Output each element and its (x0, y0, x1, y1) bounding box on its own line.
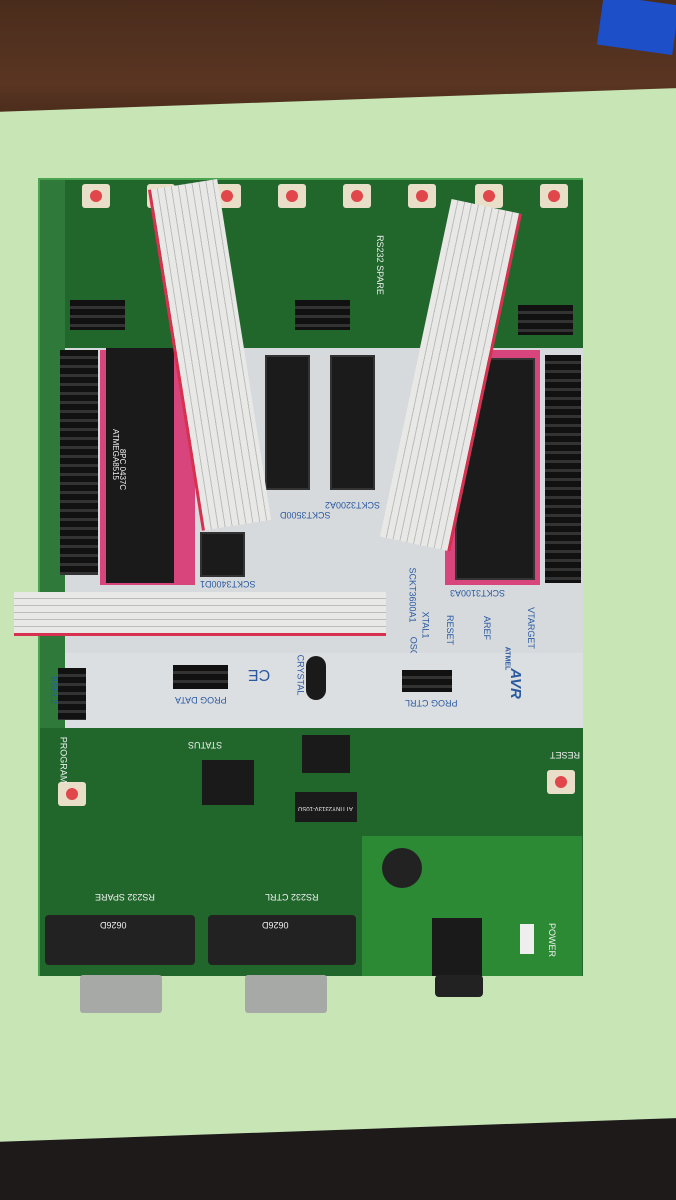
atmega8515-chip (106, 348, 174, 583)
label-reset: RESET (550, 750, 581, 760)
ce-mark: CE (248, 666, 271, 683)
port-header (295, 300, 350, 330)
label-sckt3500d: SCKT3500D (280, 510, 331, 520)
ic-chip (302, 735, 350, 773)
label-status: STATUS (188, 740, 223, 750)
power-switch[interactable] (520, 924, 534, 954)
label-power: POWER (547, 922, 558, 958)
atmel-logo: ATMEL (503, 646, 511, 671)
label-aref: AREF (482, 615, 493, 641)
switch-button[interactable] (82, 184, 110, 208)
db9-shell (245, 975, 327, 1013)
label-sckt3600a1: SCKT3600A1 (407, 567, 418, 623)
switch-button[interactable] (278, 184, 306, 208)
attiny-label: ATTINY2313V-10SU (298, 805, 353, 811)
label-crystal: CRYSTAL (295, 654, 306, 696)
chip-sub-label: 8PC 0437C (118, 448, 128, 491)
attiny-chip (295, 792, 357, 822)
switch-button[interactable] (343, 184, 371, 208)
port-header (518, 305, 573, 335)
avr-logo: AVR (506, 668, 524, 699)
capacitor (382, 848, 422, 888)
label-sckt3400d1: SCKT3400D1 (200, 579, 256, 589)
switch-button[interactable] (408, 184, 436, 208)
port-header (70, 300, 125, 330)
rs232-spare-connector[interactable] (45, 915, 195, 965)
label-rs232-ctrl: RS232 CTRL (265, 892, 319, 902)
ic-socket (265, 355, 310, 490)
mcu-chip (202, 760, 254, 805)
power-jack-body (435, 975, 483, 997)
db9-shell (80, 975, 162, 1013)
label-prog-data: PROG DATA (175, 695, 227, 705)
prog-data-header[interactable] (173, 665, 228, 689)
label-bsel2: BSEL2 (49, 675, 60, 705)
label-xtal1: XTAL1 (420, 611, 431, 639)
label-rs232-spare-top: RS232 SPARE (374, 235, 385, 295)
label-rs232-spare: RS232 SPARE (95, 892, 155, 902)
reset-button[interactable] (547, 770, 575, 794)
connector-label: 0626D (100, 920, 127, 930)
expansion-header (60, 350, 98, 575)
crystal-socket (306, 656, 326, 700)
jumper-header[interactable] (58, 668, 86, 720)
switch-button[interactable] (540, 184, 568, 208)
expansion-header (545, 355, 581, 583)
label-prog-ctrl: PROG CTRL (405, 698, 458, 708)
label-sckt3100a3: SCKT3100A3 (450, 588, 506, 598)
label-reset-jumper: RESET (445, 614, 456, 646)
prog-ctrl-header[interactable] (402, 670, 452, 692)
label-sckt3200a2: SCKT3200A2 (325, 500, 381, 510)
connector-label: 0626D (262, 920, 289, 930)
rs232-ctrl-connector[interactable] (208, 915, 356, 965)
label-program: PROGRAM (58, 736, 69, 784)
power-jack[interactable] (432, 918, 482, 976)
ic-socket (200, 532, 245, 577)
program-button[interactable] (58, 782, 86, 806)
label-vtarget: VTARGET (525, 607, 536, 649)
ribbon-cable (14, 592, 386, 636)
ic-socket (330, 355, 375, 490)
